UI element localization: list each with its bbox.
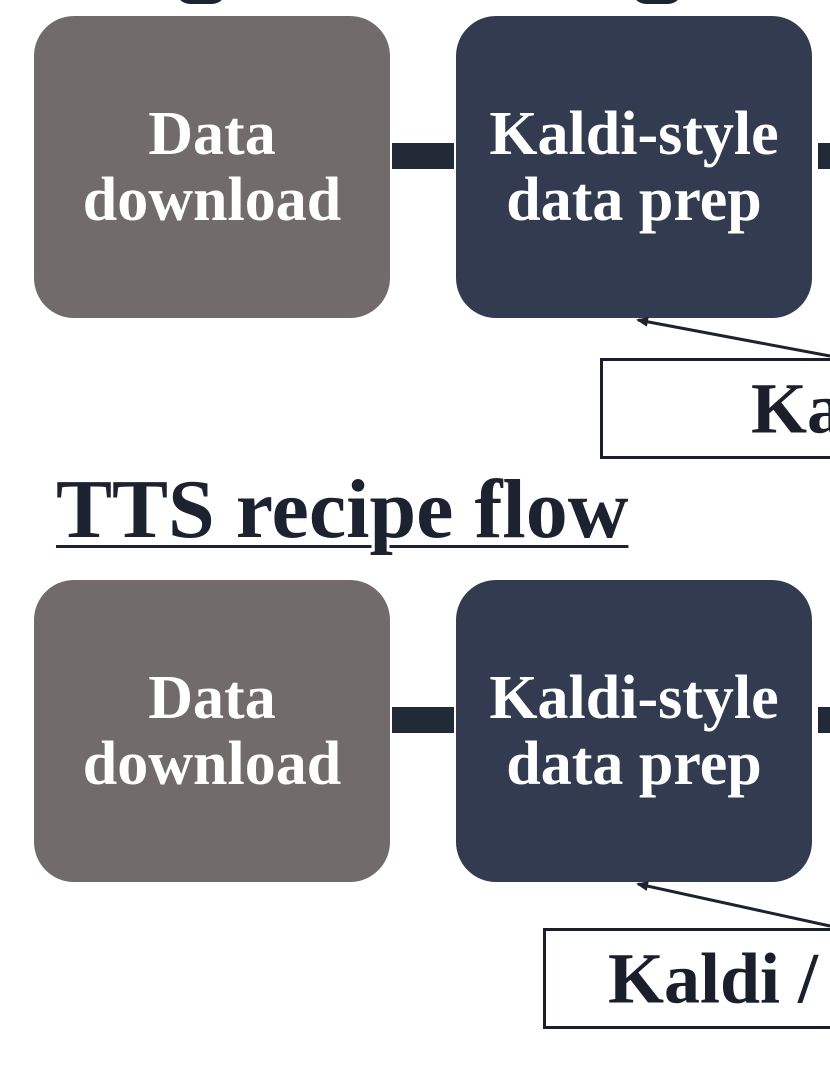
flow1-step-data-download: Data download	[34, 16, 390, 318]
flow1-arrow	[636, 316, 830, 358]
cropped-heading-fragment	[176, 0, 226, 4]
cropped-heading-fragment	[632, 0, 682, 4]
flow2-callout-text: Kaldi /	[608, 938, 819, 1018]
flow2-connector-1-2	[392, 707, 454, 733]
flow1-step-kaldi-data-prep: Kaldi-style data prep	[456, 16, 812, 318]
flow1-callout-text: Ka	[751, 368, 830, 448]
flow2-step-data-download: Data download	[34, 580, 390, 882]
flow1-connector-1-2	[392, 143, 454, 169]
flow2-arrow	[636, 881, 830, 928]
flow1-connector-out	[818, 143, 830, 169]
flow1-callout-box: Ka	[600, 358, 830, 459]
flow2-step-kaldi-data-prep: Kaldi-style data prep	[456, 580, 812, 882]
flow2-callout-box: Kaldi /	[543, 928, 830, 1029]
section-title-tts-recipe-flow: TTS recipe flow	[56, 463, 629, 556]
flow2-connector-out	[818, 707, 830, 733]
